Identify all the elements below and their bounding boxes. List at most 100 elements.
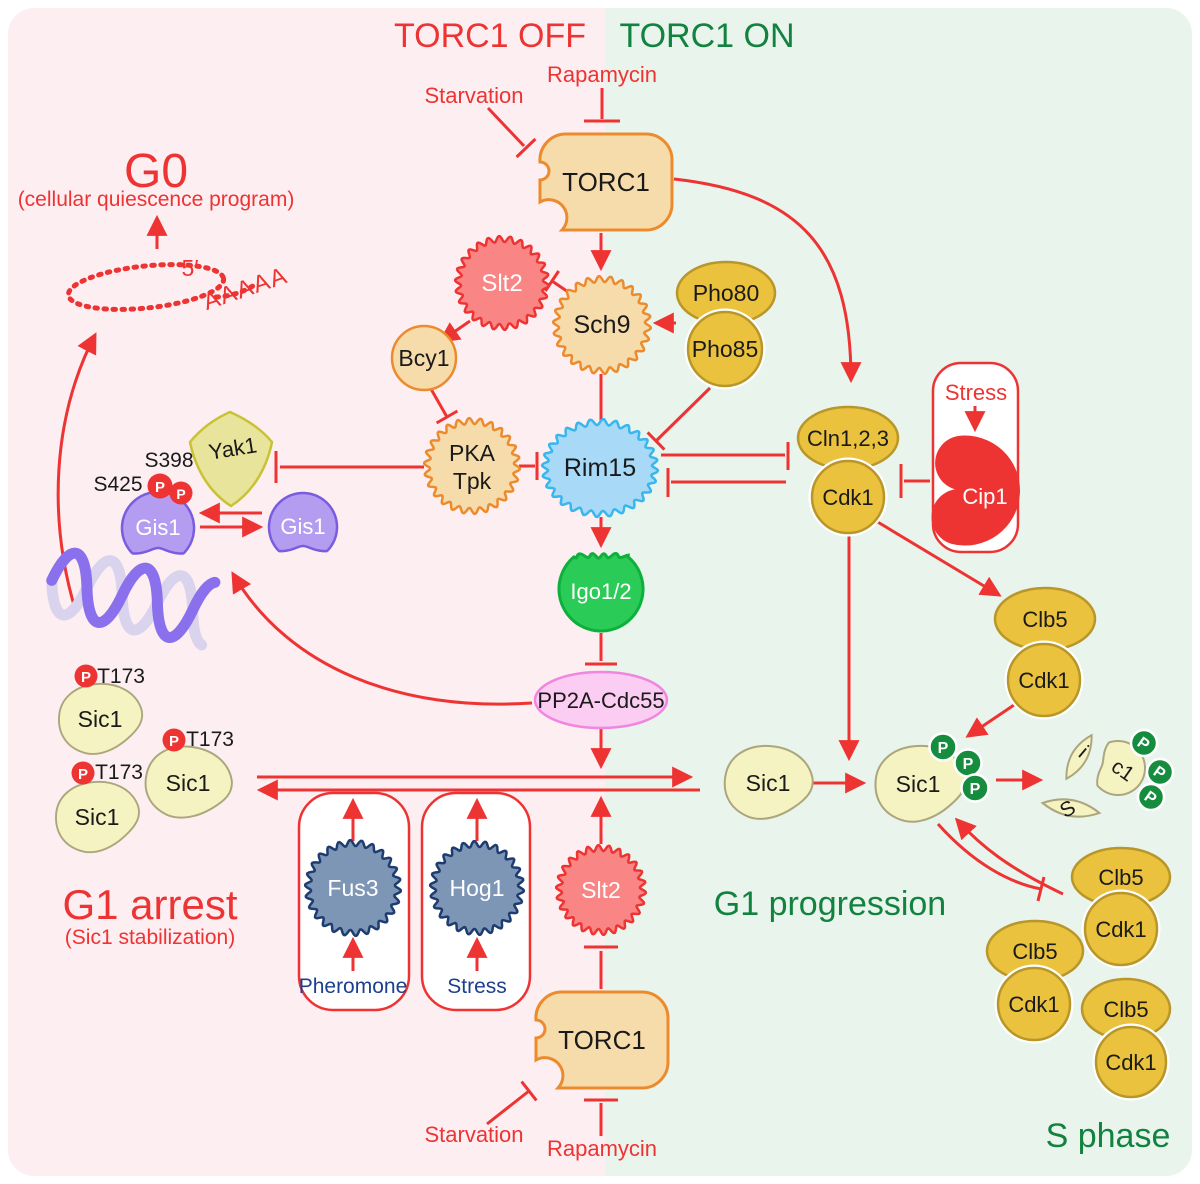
label-rim15: Rim15 — [564, 454, 636, 482]
label-cdk1-d: Cdk1 — [1105, 1050, 1156, 1075]
label-slt2-top: Slt2 — [481, 270, 522, 297]
phospho-icon — [147, 473, 173, 499]
label-sic1-3: Sic1 — [75, 804, 120, 830]
label-five-prime: 5′ — [181, 255, 198, 281]
mrna-loop — [65, 262, 259, 312]
arrow-torc1-cln123 — [673, 177, 862, 384]
phospho-icon-green — [1145, 757, 1175, 787]
node-igo12 — [557, 551, 645, 633]
label-s398: S398 — [144, 449, 193, 472]
label-starvation-top: Starvation — [424, 83, 523, 108]
tbar-starvation-torc1 — [515, 137, 537, 159]
phospho-icon — [162, 728, 186, 752]
label-sch9: Sch9 — [574, 311, 631, 339]
label-cdk1-c: Cdk1 — [1008, 992, 1059, 1017]
label-rapamycin-bottom: Rapamycin — [547, 1136, 657, 1161]
header-torc1-on: TORC1 ON — [619, 17, 794, 55]
tbar-pho85-rim15 — [646, 431, 666, 451]
label-rapamycin-top: Rapamycin — [547, 62, 657, 87]
label-sic1-2: Sic1 — [166, 770, 211, 796]
header-torc1-off: TORC1 OFF — [394, 17, 586, 55]
arrow-pp2a-gis1 — [231, 571, 533, 706]
label-slt2-bottom: Slt2 — [581, 877, 621, 903]
label-stress-bottom: Stress — [447, 975, 507, 998]
label-pho80: Pho80 — [693, 280, 760, 306]
label-g1-arrest: G1 arrest — [62, 881, 237, 928]
node-pho85 — [686, 310, 764, 388]
label-clb5-a: Clb5 — [1022, 607, 1067, 632]
inhibit-starvation-torc1 — [486, 106, 526, 148]
arrow-clb5-phospho-sic1 — [954, 817, 1064, 896]
label-g0: G0 — [124, 145, 188, 198]
label-sic1-plain: Sic1 — [746, 770, 791, 796]
phospho-badges — [71, 473, 1175, 812]
node-slt2-bottom — [554, 843, 648, 937]
label-sic1-1: Sic1 — [78, 706, 123, 732]
phospho-icon-green — [1136, 782, 1166, 812]
node-cdk1-a — [1006, 642, 1082, 718]
label-pho85: Pho85 — [692, 336, 759, 362]
phospho-icon — [74, 664, 98, 688]
node-cdk1-d — [1094, 1025, 1168, 1099]
label-bcy1: Bcy1 — [398, 345, 449, 371]
label-cip1: Cip1 — [962, 484, 1007, 509]
arrow-cdk1-clb5 — [875, 519, 1002, 597]
label-g0-sub: (cellular quiescence program) — [18, 188, 295, 211]
node-sch9 — [551, 274, 653, 376]
node-pka-tpk — [422, 416, 522, 516]
label-cln123: Cln1,2,3 — [807, 426, 889, 451]
node-fus3 — [303, 838, 403, 938]
label-torc1-top: TORC1 — [562, 167, 650, 197]
phospho-icon — [169, 481, 193, 505]
dna-helix — [46, 547, 221, 651]
p-letter: P — [81, 669, 91, 686]
p-letter: P — [963, 756, 974, 773]
label-starvation-bottom: Starvation — [424, 1122, 523, 1147]
label-gis1-dna: Gis1 — [135, 515, 180, 540]
tbar-starvation-torc1-bottom — [520, 1080, 538, 1102]
p-letter: P — [78, 766, 88, 783]
arrow-dna-mrna — [56, 332, 97, 613]
inhibit-bcy1-pka — [429, 388, 449, 418]
node-gis1-free — [267, 491, 339, 553]
label-pheromone: Pheromone — [299, 975, 408, 998]
label-sic1-phospho: Sic1 — [896, 771, 941, 797]
p-letter: P — [155, 479, 165, 496]
inhibit-sic1-clb5 — [936, 822, 1042, 891]
phospho-icon — [71, 761, 95, 785]
arrow-clb5cdk1-sic1p — [965, 703, 1015, 738]
label-stress-top: Stress — [945, 380, 1007, 405]
label-s425: S425 — [93, 473, 142, 496]
node-cip1 — [931, 435, 1020, 546]
inhibit-pho85-rim15 — [654, 386, 712, 443]
node-bcy1 — [390, 324, 458, 392]
label-t173-2: T173 — [186, 728, 234, 751]
label-igo12: Igo1/2 — [570, 579, 631, 604]
node-slt2-top — [453, 234, 551, 332]
label-cdk1-a: Cdk1 — [1018, 668, 1069, 693]
phospho-icon-green — [960, 773, 990, 803]
node-yak1 — [188, 410, 274, 508]
p-letter: P — [970, 781, 981, 798]
node-cdk1-cln — [810, 459, 886, 535]
label-g1-progression: G1 progression — [714, 885, 946, 923]
inhibit-starvation-torc1-bottom — [486, 1089, 530, 1126]
p-letter: P — [176, 486, 185, 502]
node-rim15 — [540, 417, 660, 519]
label-s-phase: S phase — [1046, 1117, 1171, 1155]
node-pp2a-cdc55 — [533, 670, 669, 730]
tbar-bcy1-pka — [435, 409, 459, 425]
label-gis1-free: Gis1 — [280, 514, 325, 539]
label-pka: PKA — [449, 440, 496, 466]
label-cdk1-b: Cdk1 — [1095, 917, 1146, 942]
background-torc1-on — [605, 8, 1192, 1176]
phospho-icon-green — [1129, 728, 1159, 758]
label-cdk1-cln: Cdk1 — [822, 485, 873, 510]
label-pp2a: PP2A-Cdc55 — [537, 688, 664, 713]
label-clb5-b: Clb5 — [1098, 865, 1143, 890]
p-letter: P — [938, 740, 949, 757]
label-g1-arrest-sub: (Sic1 stabilization) — [65, 926, 235, 949]
label-t173-3: T173 — [95, 761, 143, 784]
node-hog1 — [428, 839, 526, 937]
